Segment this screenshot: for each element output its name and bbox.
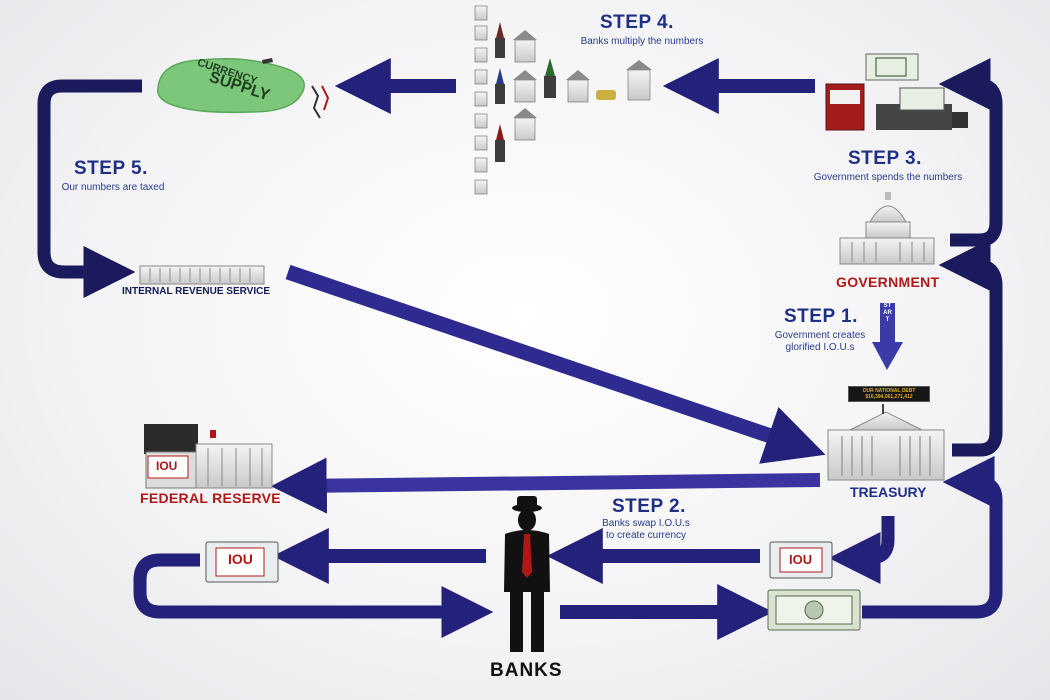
government-building <box>839 192 935 265</box>
iou-label-right: IOU <box>789 552 813 567</box>
step5-desc: Our numbers are taxed <box>61 182 165 193</box>
iou-label-fed: IOU <box>156 459 178 473</box>
treasury-label: TREASURY <box>850 484 927 500</box>
step1-desc-line2: glorified I.O.U.s <box>785 342 855 353</box>
small-banks-cluster <box>474 5 652 195</box>
step4-desc: Banks multiply the numbers <box>580 36 704 47</box>
step2-title: STEP 2. <box>612 496 686 517</box>
arrows <box>37 58 1003 640</box>
iou-note-fed <box>147 455 189 479</box>
arrow-currency-to-treasury <box>862 456 1003 619</box>
national-debt-sign: OUR NATIONAL DEBT $16,394,061,271,412 <box>848 386 930 402</box>
spending-scene <box>825 53 968 131</box>
start-arrow-head <box>872 342 903 370</box>
step2-desc-line2: to create currency <box>605 530 687 541</box>
banks-label: BANKS <box>490 660 563 681</box>
arrow-fed-iou-to-banks <box>133 553 494 638</box>
step3-desc: Government spends the numbers <box>813 172 963 183</box>
irs-label: INTERNAL REVENUE SERVICE <box>122 286 270 297</box>
step1-desc-line1: Government creates <box>774 330 866 341</box>
irs-building <box>139 265 265 285</box>
start-label: START <box>883 303 892 323</box>
step5-title: STEP 5. <box>74 158 148 179</box>
step1-title: STEP 1. <box>784 306 858 327</box>
iou-label-left: IOU <box>228 551 253 567</box>
step2-desc-line1: Banks swap I.O.U.s <box>602 518 690 529</box>
step4-title: STEP 4. <box>600 12 674 33</box>
government-label: GOVERNMENT <box>836 274 940 290</box>
step3-title: STEP 3. <box>848 148 922 169</box>
banker-figure <box>504 496 550 652</box>
currency-supply-blob <box>157 58 330 119</box>
federal-reserve-label: FEDERAL RESERVE <box>140 490 281 506</box>
arrow-currency-to-irs <box>37 79 142 298</box>
debt-sign-amount: $16,394,061,271,412 <box>865 394 913 400</box>
arrow-government-to-spending <box>938 58 1003 247</box>
dollar-bills <box>767 589 861 631</box>
debt-sign-title: OUR NATIONAL DEBT <box>862 388 916 394</box>
arrow-irs-to-treasury <box>285 264 826 464</box>
iou-note-left <box>205 541 279 583</box>
arrow-treasury-to-iou <box>828 516 895 584</box>
iou-note-right <box>769 541 833 579</box>
treasury-building <box>827 404 945 481</box>
arrow-treasury-to-fed <box>270 457 821 514</box>
arrow-treasury-to-government <box>938 239 1003 457</box>
start-arrow-shaft <box>880 303 895 343</box>
